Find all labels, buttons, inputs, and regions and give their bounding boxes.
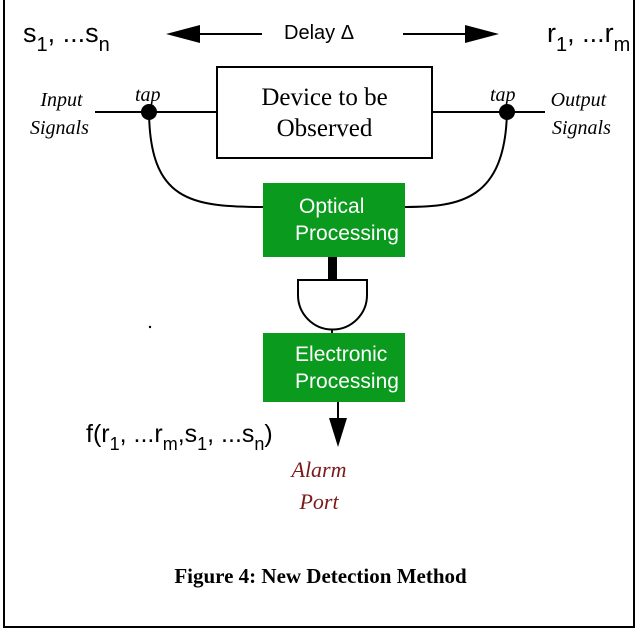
electronic-box-line2: Processing	[295, 369, 399, 393]
figure-caption: Figure 4: New Detection Method	[174, 564, 467, 588]
tap-left-curve	[148, 111, 264, 208]
optical-processing-box: Optical Processing	[263, 183, 405, 257]
stray-dot	[148, 325, 152, 329]
optical-box-line2: Processing	[295, 222, 399, 245]
input-sequence-label: s1, ...sn	[23, 18, 110, 56]
output-signals-label: Output Signals	[550, 89, 611, 139]
tap-left-label: tap	[135, 84, 161, 106]
alarm-arrow-head	[329, 418, 347, 447]
device-box-line1: Device to be	[261, 83, 388, 111]
input-signals-label: Input Signals	[30, 89, 89, 139]
delay-arrow-left-head	[166, 25, 200, 43]
figure-frame	[3, 0, 635, 628]
tap-right-label: tap	[490, 84, 516, 106]
electronic-box-line1: Electronic	[295, 342, 388, 366]
function-label: f(r1, ...rm,s1, ...sn)	[86, 420, 273, 454]
device-box-line2: Observed	[276, 114, 373, 142]
output-sequence-label: r1, ...rm	[547, 18, 631, 56]
delay-label: Delay Δ	[284, 22, 355, 44]
optical-connector	[328, 257, 337, 279]
electronic-processing-box: Electronic Processing	[263, 333, 405, 402]
alarm-port-label: Alarm Port	[291, 457, 347, 514]
optical-box-line1: Optical	[299, 195, 365, 218]
delay-arrow-right-head	[465, 25, 499, 43]
device-box: Device to be Observed	[216, 66, 433, 159]
detector-shape	[297, 279, 368, 331]
tap-right-curve	[404, 111, 508, 208]
